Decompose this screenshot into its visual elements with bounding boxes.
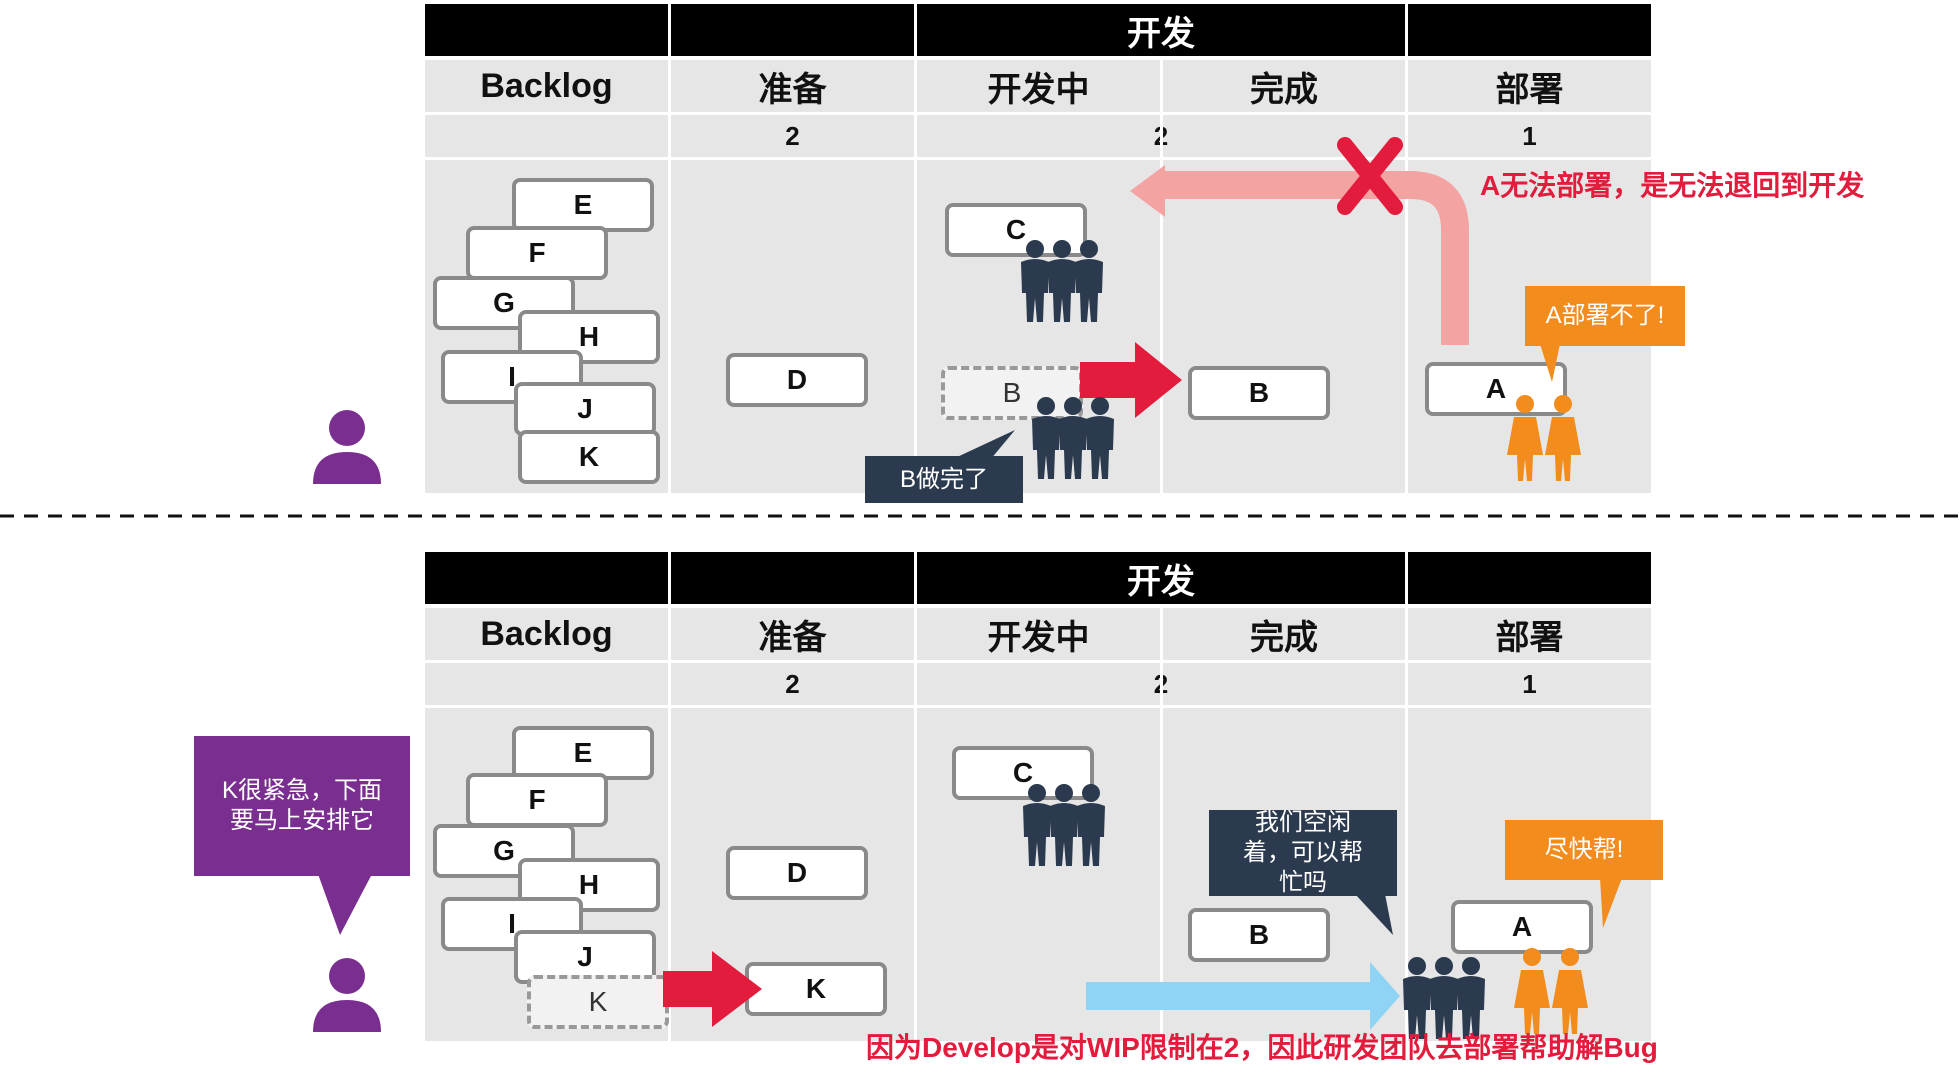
user-icon — [313, 410, 381, 484]
col-header-deploy: 部署 — [1408, 60, 1651, 112]
card-k[interactable]: K — [518, 430, 660, 484]
col-divider — [668, 160, 671, 493]
header-dev-group: 开发 — [917, 4, 1405, 56]
card-e[interactable]: E — [512, 178, 654, 232]
col-header-in-dev: 开发中 — [917, 608, 1160, 660]
card-f[interactable]: F — [466, 226, 608, 280]
card-g[interactable]: G — [433, 276, 575, 330]
header-blank-deploy — [1408, 4, 1651, 56]
col-divider — [668, 708, 671, 1041]
col-header-done: 完成 — [1163, 60, 1405, 112]
bubble-a-blocked: A部署不了! — [1525, 286, 1685, 346]
bubble-idle-help: 我们空闲着，可以帮忙吗 — [1209, 809, 1397, 896]
dev-team-icon — [1021, 240, 1103, 322]
card-d[interactable]: D — [726, 353, 868, 407]
limit-backlog — [425, 663, 668, 705]
helper-team-icon — [1403, 957, 1485, 1039]
header-blank-deploy — [1408, 552, 1651, 604]
card-k[interactable]: K — [745, 962, 887, 1016]
col-header-prep: 准备 — [671, 60, 914, 112]
bubble-k-urgent: K很紧急，下面要马上安排它 — [194, 736, 410, 876]
col-divider — [914, 160, 917, 493]
board-top: 开发 Backlog 准备 开发中 完成 部署 2 2 1 E F G H I … — [313, 4, 1865, 503]
move-arrow-b — [1080, 342, 1182, 418]
card-d[interactable]: D — [726, 846, 868, 900]
user-icon — [313, 958, 381, 1032]
header-blank-backlog — [425, 552, 668, 604]
card-b-ghost: B — [941, 366, 1083, 420]
header-dev-group: 开发 — [917, 552, 1405, 604]
card-k-ghost: K — [527, 975, 669, 1029]
col-header-deploy: 部署 — [1408, 608, 1651, 660]
col-divider — [1405, 160, 1408, 493]
col-header-backlog: Backlog — [425, 60, 668, 112]
deploy-team-icon — [1514, 948, 1588, 1034]
limit-prep: 2 — [671, 663, 914, 705]
col-divider — [1405, 708, 1408, 1041]
header-blank-prep — [671, 552, 914, 604]
col-divider — [1160, 608, 1163, 1041]
col-divider — [1160, 60, 1163, 493]
card-i[interactable]: I — [441, 350, 583, 404]
header-blank-backlog — [425, 4, 668, 56]
card-b[interactable]: B — [1188, 908, 1330, 962]
limit-prep: 2 — [671, 115, 914, 157]
col-header-in-dev: 开发中 — [917, 60, 1160, 112]
card-i[interactable]: I — [441, 897, 583, 951]
col-header-backlog: Backlog — [425, 608, 668, 660]
done-team-icon — [1032, 397, 1114, 479]
bubble-b-done: B做完了 — [865, 456, 1023, 503]
limit-deploy: 1 — [1408, 663, 1651, 705]
card-b[interactable]: B — [1188, 366, 1330, 420]
card-e[interactable]: E — [512, 726, 654, 780]
limit-deploy: 1 — [1408, 115, 1651, 157]
return-arrow — [1130, 137, 1469, 345]
card-a[interactable]: A — [1425, 362, 1567, 416]
col-divider — [914, 708, 917, 1041]
bubble-a-blocked-tail — [1540, 344, 1560, 382]
bubble-help-fast: 尽快帮! — [1505, 820, 1663, 880]
dev-team-icon — [1023, 784, 1105, 866]
col-header-done: 完成 — [1163, 608, 1405, 660]
col-header-prep: 准备 — [671, 608, 914, 660]
note-wip-limit: 因为Develop是对WIP限制在2，因此研发团队去部署帮助解Bug — [866, 1032, 1658, 1063]
board-bottom: 开发 Backlog 准备 开发中 完成 部署 2 2 1 E F G H I … — [194, 552, 1663, 1063]
limit-backlog — [425, 115, 668, 157]
header-blank-prep — [671, 4, 914, 56]
card-a[interactable]: A — [1451, 900, 1593, 954]
bubble-b-done-tail — [955, 430, 1015, 460]
card-f[interactable]: F — [466, 773, 608, 827]
note-cannot-return: A无法部署，是无法退回到开发 — [1480, 170, 1865, 201]
panel-divider — [0, 514, 1959, 518]
deploy-team-icon — [1507, 395, 1581, 481]
